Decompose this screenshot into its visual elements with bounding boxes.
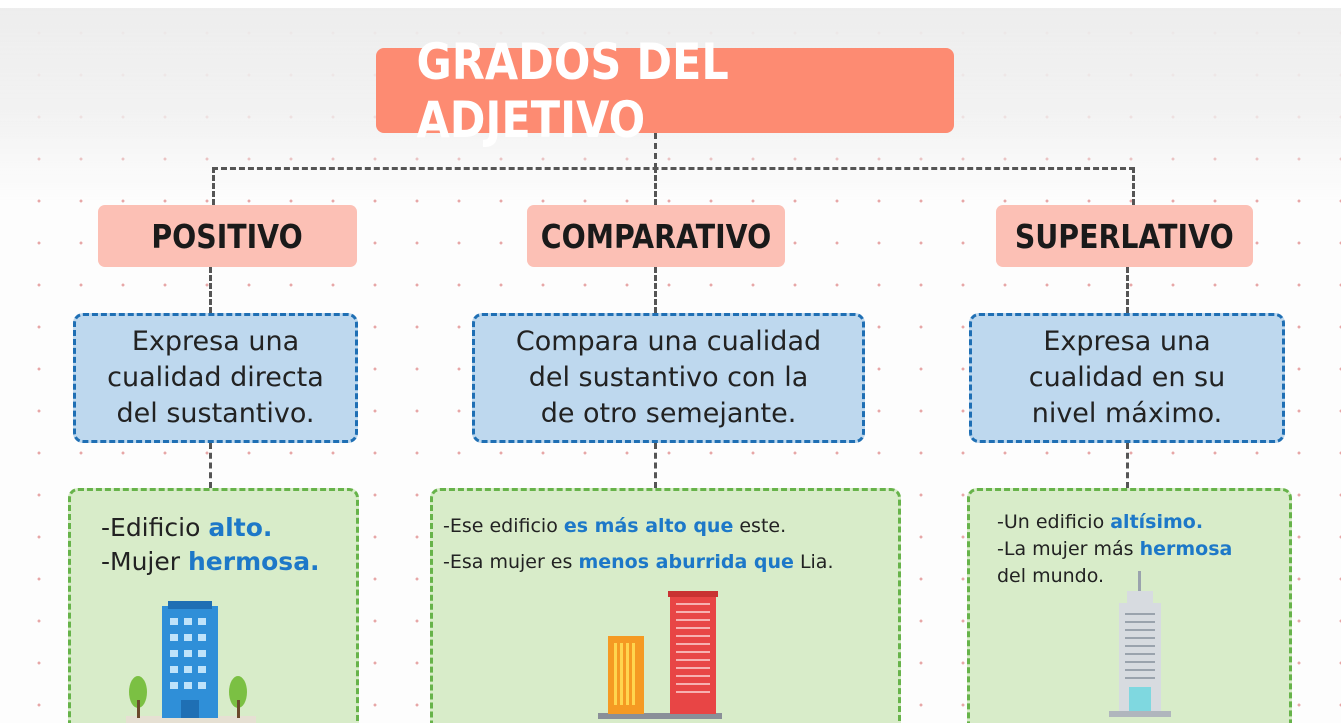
- category-positivo-label: POSITIVO: [151, 216, 304, 256]
- example-line: -Ese edificio es más alto que este.: [443, 515, 786, 537]
- connector-superlativo-def: [1126, 267, 1129, 313]
- example-highlight: menos aburrida que: [578, 551, 794, 573]
- example-highlight: hermosa: [1139, 538, 1233, 560]
- category-comparativo: COMPARATIVO: [527, 205, 785, 267]
- example-highlight: hermosa.: [188, 547, 320, 576]
- example-text: -Edificio: [101, 513, 209, 542]
- connector-to-comparativo: [654, 167, 657, 205]
- example-text: del mundo.: [997, 565, 1105, 587]
- definition-line: del sustantivo.: [116, 398, 315, 429]
- definition-line: Expresa una: [131, 326, 300, 357]
- example-text: -Un edificio: [997, 511, 1111, 533]
- top-strip: [0, 0, 1341, 8]
- definition-superlativo: Expresa una cualidad en su nivel máximo.: [969, 313, 1285, 443]
- connector-positivo-def: [209, 267, 212, 313]
- example-highlight: es más alto que: [563, 515, 734, 537]
- category-positivo: POSITIVO: [98, 205, 357, 267]
- diagram-title: GRADOS DEL ADJETIVO: [376, 33, 954, 149]
- definition-line: nivel máximo.: [1031, 398, 1223, 429]
- example-highlight: alto.: [208, 513, 273, 542]
- definition-line: cualidad directa: [107, 362, 324, 393]
- building-with-trees-icon: [126, 601, 256, 723]
- definition-line: de otro semejante.: [540, 398, 797, 429]
- example-line: -Mujer hermosa.: [101, 547, 320, 576]
- examples-positivo: -Edificio alto. -Mujer hermosa.: [68, 488, 359, 723]
- definition-comparativo: Compara una cualidad del sustantivo con …: [472, 313, 865, 443]
- example-line: -Edificio alto.: [101, 513, 272, 542]
- example-highlight: altísimo.: [1110, 511, 1204, 533]
- example-line: del mundo.: [997, 565, 1104, 587]
- example-text: -Esa mujer es: [443, 551, 579, 573]
- connector-to-superlativo: [1132, 167, 1135, 205]
- connector-positivo-ex: [209, 443, 212, 488]
- example-text: -La mujer más: [997, 538, 1140, 560]
- connector-title-down: [654, 133, 657, 169]
- example-text: -Mujer: [101, 547, 188, 576]
- example-line: -La mujer más hermosa: [997, 538, 1232, 560]
- example-line: -Esa mujer es menos aburrida que Lia.: [443, 551, 834, 573]
- connector-to-positivo: [212, 167, 215, 205]
- connector-comparativo-ex: [654, 443, 657, 488]
- connector-horizontal: [212, 167, 1135, 170]
- definition-line: del sustantivo con la: [528, 362, 809, 393]
- connector-comparativo-def: [654, 267, 657, 313]
- definition-line: Expresa una: [1043, 326, 1211, 357]
- category-superlativo: SUPERLATIVO: [996, 205, 1253, 267]
- examples-superlativo: -Un edificio altísimo. -La mujer más her…: [967, 488, 1292, 723]
- skyscraper-icon: [1109, 571, 1171, 717]
- diagram-title-text: GRADOS DEL ADJETIVO: [416, 32, 729, 149]
- definition-line: Compara una cualidad: [515, 326, 822, 357]
- example-line: -Un edificio altísimo.: [997, 511, 1203, 533]
- two-buildings-icon: [598, 591, 722, 719]
- example-text: -Ese edificio: [443, 515, 564, 537]
- definition-positivo: Expresa una cualidad directa del sustant…: [73, 313, 358, 443]
- examples-comparativo: -Ese edificio es más alto que este. -Esa…: [430, 488, 901, 723]
- example-text: Lia.: [793, 551, 834, 573]
- example-text: este.: [733, 515, 787, 537]
- category-superlativo-label: SUPERLATIVO: [1015, 216, 1234, 256]
- connector-superlativo-ex: [1126, 443, 1129, 488]
- definition-line: cualidad en su: [1028, 362, 1226, 393]
- category-comparativo-label: COMPARATIVO: [540, 216, 772, 256]
